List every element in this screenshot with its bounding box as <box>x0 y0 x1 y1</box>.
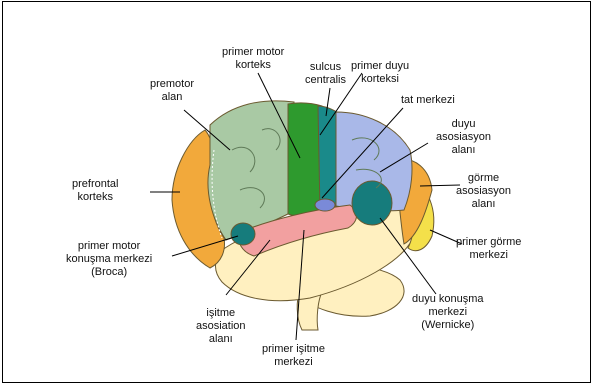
label-primer-duyu-korteksi: primer duyu korteksi <box>351 60 409 86</box>
label-tat-merkezi: tat merkezi <box>401 94 455 107</box>
broca-area <box>231 223 255 245</box>
label-duyu-konusma-merkezi: duyu konuşma merkezi (Wernicke) <box>412 293 484 332</box>
label-gorme-asosiasyon-alani: görme asosiasyon alanı <box>456 172 511 211</box>
label-primer-isitme-merkezi: primer işitme merkezi <box>262 343 325 369</box>
wernicke-area <box>352 181 392 225</box>
label-primer-gorme-merkezi: primer görme merkezi <box>456 236 521 262</box>
label-isitme-asosiation-alani: işitme asosiation alanı <box>196 307 246 346</box>
label-prefrontal-korteks: prefrontal korteks <box>72 178 118 204</box>
label-primer-motor-korteks: primer motor korteks <box>222 46 284 72</box>
label-sulcus-centralis: sulcus centralis <box>305 61 346 87</box>
gustatory-area <box>315 199 335 211</box>
label-primer-motor-konusma-merkezi: primer motor konuşma merkezi (Broca) <box>66 240 152 279</box>
primary-motor-strip <box>288 103 322 216</box>
label-premotor-alan: premotor alan <box>150 78 194 104</box>
label-duyu-asosiasyon-alani: duyu asosiasyon alanı <box>436 118 491 157</box>
